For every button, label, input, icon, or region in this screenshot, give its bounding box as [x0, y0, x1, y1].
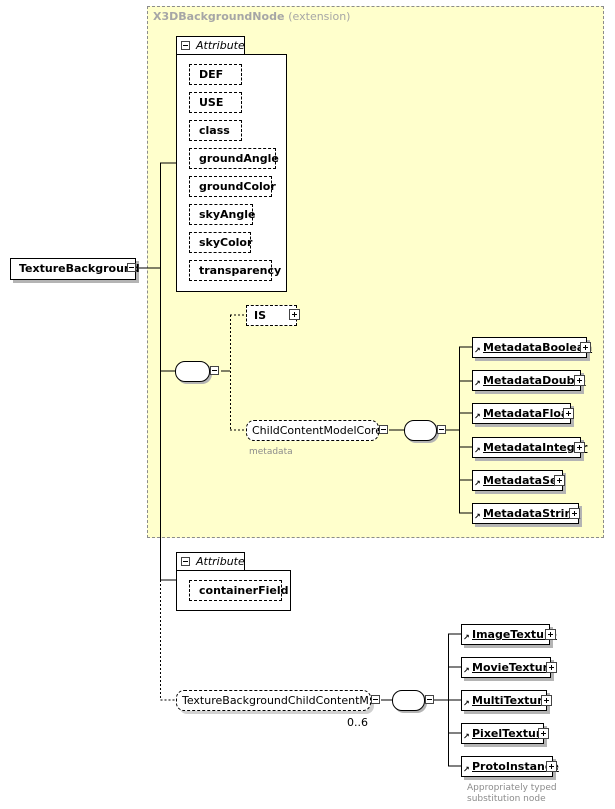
element-metadataset[interactable]: ↗MetadataSet	[472, 470, 563, 491]
element-multitexture[interactable]: ↗MultiTexture	[461, 690, 551, 711]
element-pixeltexture-label: PixelTexture	[472, 727, 549, 740]
element-metadatadouble[interactable]: ↗MetadataDouble	[472, 370, 586, 391]
reference-arrow-icon: ↗	[474, 479, 481, 488]
attr-skyangle[interactable]: skyAngle	[189, 204, 256, 225]
extension-suffix: (extension)	[288, 10, 351, 23]
element-is-label: IS	[254, 309, 267, 322]
reference-arrow-icon: ↗	[463, 732, 470, 741]
attr-groundcolor-label: groundColor	[199, 180, 276, 193]
group-texturebackgroundchildcontent[interactable]: TextureBackgroundChildContentM...	[176, 690, 379, 711]
inner-attribute-label: Attribute	[196, 39, 245, 52]
reference-arrow-icon: ↗	[474, 512, 481, 521]
choice-compositor-texture	[392, 690, 425, 711]
element-metadatainteger-label: MetadataInteger	[483, 441, 588, 454]
reference-arrow-icon: ↗	[474, 412, 481, 421]
element-metadatadouble-label: MetadataDouble	[483, 374, 586, 387]
imagetexture-expand-icon[interactable]	[545, 629, 556, 640]
metadatastring-expand-icon[interactable]	[569, 508, 580, 519]
childcontent-collapse-icon[interactable]	[379, 425, 388, 434]
element-multitexture-label: MultiTexture	[472, 694, 551, 707]
group-texturebackgroundchildcontent-label: TextureBackgroundChildContentM...	[182, 694, 380, 707]
attr-class[interactable]: class	[189, 120, 242, 141]
childcontent-note: metadata	[249, 447, 293, 457]
element-protoinstance[interactable]: ↗ProtoInstance	[461, 756, 559, 777]
root-element-label: TextureBackground	[19, 262, 140, 275]
root-collapse-icon[interactable]	[127, 263, 136, 272]
element-metadataboolean[interactable]: ↗MetadataBoolean	[472, 337, 592, 358]
protoinstance-note-line1: Appropriately typed	[467, 783, 557, 793]
reference-arrow-icon: ↗	[474, 379, 481, 388]
group-childcontentmodelcore-label: ChildContentModelCore	[252, 424, 382, 437]
reference-arrow-icon: ↗	[474, 346, 481, 355]
outer-attribute-collapse-icon[interactable]	[181, 557, 190, 566]
choice-metadata-collapse-icon[interactable]	[437, 425, 446, 434]
element-metadatastring-label: MetadataString	[483, 507, 581, 520]
element-metadatafloat-label: MetadataFloat	[483, 407, 574, 420]
extension-name: X3DBackgroundNode	[153, 10, 285, 23]
group-childcontentmodelcore[interactable]: ChildContentModelCore	[246, 420, 382, 441]
protoinstance-expand-icon[interactable]	[546, 761, 557, 772]
sequence-collapse-icon[interactable]	[210, 366, 219, 375]
attr-def[interactable]: DEF	[189, 64, 242, 85]
reference-arrow-icon: ↗	[463, 666, 470, 675]
element-metadatastring[interactable]: ↗MetadataString	[472, 503, 581, 524]
choice-texture-collapse-icon[interactable]	[425, 695, 434, 704]
attr-containerfield-label: containerField	[199, 584, 289, 597]
inner-attribute-group	[176, 54, 287, 292]
attr-skycolor[interactable]: skyColor	[189, 232, 253, 253]
attr-skyangle-label: skyAngle	[199, 208, 256, 221]
movietexture-expand-icon[interactable]	[546, 662, 557, 673]
attr-containerfield[interactable]: containerField	[189, 580, 288, 601]
metadatainteger-expand-icon[interactable]	[574, 442, 585, 453]
sequence-compositor	[175, 361, 210, 382]
is-expand-icon[interactable]	[289, 309, 300, 320]
attr-class-label: class	[199, 124, 230, 137]
multitexture-expand-icon[interactable]	[541, 695, 552, 706]
attr-def-label: DEF	[199, 68, 224, 81]
reference-arrow-icon: ↗	[474, 446, 481, 455]
element-imagetexture-label: ImageTexture	[472, 628, 557, 641]
protoinstance-note-line2: substitution node	[467, 794, 546, 804]
attr-transparency-label: transparency	[199, 264, 282, 277]
attr-use-label: USE	[199, 96, 224, 109]
element-protoinstance-label: ProtoInstance	[472, 760, 559, 773]
extension-title: X3DBackgroundNode (extension)	[153, 10, 350, 23]
texturegroup-collapse-icon[interactable]	[371, 695, 380, 704]
attr-groundangle[interactable]: groundAngle	[189, 148, 279, 169]
inner-attribute-tab: Attribute	[176, 36, 245, 55]
element-metadataset-label: MetadataSet	[483, 474, 563, 487]
attr-skycolor-label: skyColor	[199, 236, 253, 249]
element-pixeltexture[interactable]: ↗PixelTexture	[461, 723, 549, 744]
element-imagetexture[interactable]: ↗ImageTexture	[461, 624, 557, 645]
metadatadouble-expand-icon[interactable]	[574, 375, 585, 386]
element-metadataboolean-label: MetadataBoolean	[483, 341, 593, 354]
reference-arrow-icon: ↗	[463, 633, 470, 642]
pixeltexture-expand-icon[interactable]	[538, 728, 549, 739]
attr-groundangle-label: groundAngle	[199, 152, 279, 165]
choice-compositor-metadata	[404, 420, 437, 441]
attr-groundcolor[interactable]: groundColor	[189, 176, 276, 197]
metadatafloat-expand-icon[interactable]	[563, 408, 574, 419]
reference-arrow-icon: ↗	[463, 765, 470, 774]
root-element-texturebackground[interactable]: TextureBackground	[10, 258, 140, 280]
element-movietexture[interactable]: ↗MovieTexture	[461, 657, 555, 678]
attr-transparency[interactable]: transparency	[189, 260, 281, 281]
attr-use[interactable]: USE	[189, 92, 242, 113]
outer-attribute-label: Attribute	[196, 555, 245, 568]
metadataboolean-expand-icon[interactable]	[580, 342, 591, 353]
element-metadatafloat[interactable]: ↗MetadataFloat	[472, 403, 574, 424]
element-metadatainteger[interactable]: ↗MetadataInteger	[472, 437, 587, 458]
metadataset-expand-icon[interactable]	[554, 475, 565, 486]
texturegroup-occurrence: 0..6	[347, 716, 368, 729]
outer-attribute-tab: Attribute	[176, 552, 245, 571]
inner-attribute-collapse-icon[interactable]	[181, 41, 190, 50]
element-movietexture-label: MovieTexture	[472, 661, 556, 674]
reference-arrow-icon: ↗	[463, 699, 470, 708]
